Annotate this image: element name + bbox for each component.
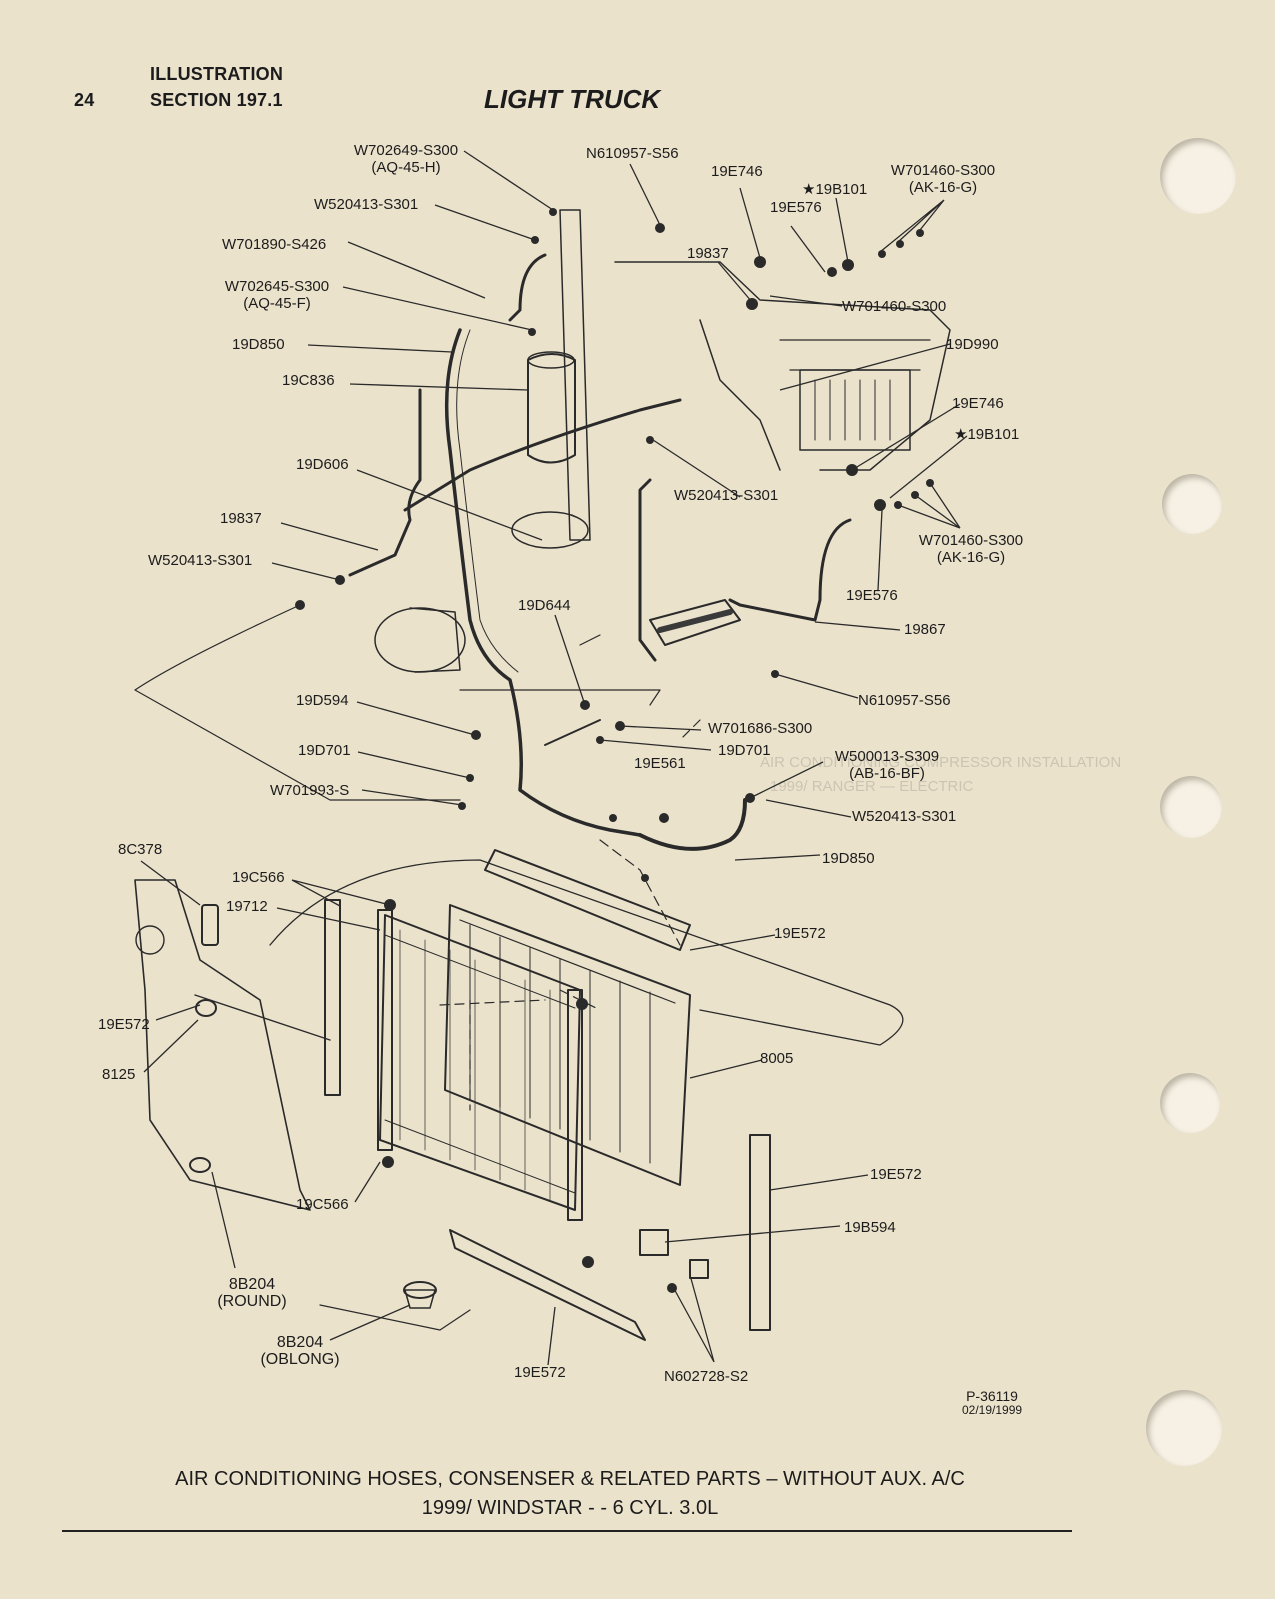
part-spec: (AB-16-BF) — [849, 765, 925, 782]
callout-19e561: 19E561 — [634, 755, 686, 772]
figure-id: P-36119 02/19/1999 — [962, 1389, 1022, 1417]
figure-number: P-36119 — [966, 1388, 1018, 1404]
part-spec: (ROUND) — [217, 1293, 287, 1310]
binder-hole — [1160, 138, 1236, 214]
part-number: W701460-S300 — [890, 162, 996, 179]
section-label: SECTION 197.1 — [150, 90, 283, 110]
callout-8c378: 8C378 — [118, 841, 163, 858]
callout-8005: 8005 — [760, 1050, 794, 1067]
part-spec: (AK-16-G) — [936, 549, 1006, 566]
callout-19d606: 19D606 — [296, 456, 349, 473]
callout-w520413-s301-c: W520413-S301 — [148, 552, 253, 569]
callout-19712: 19712 — [226, 898, 268, 915]
callout-19d594: 19D594 — [296, 692, 349, 709]
callout-w701993-s: W701993-S — [270, 782, 350, 799]
callout-19c836: 19C836 — [282, 372, 335, 389]
callout-w701460-s300-mid: W701460-S300 — [842, 298, 947, 315]
caption-line-2: 1999/ WINDSTAR - - 6 CYL. 3.0L — [421, 1497, 719, 1519]
callout-19d850-left: 19D850 — [232, 336, 285, 353]
callout-19837-left: 19837 — [220, 510, 262, 527]
callout-n602728-s2: N602728-S2 — [664, 1368, 749, 1385]
callout-w520413-s301-b: W520413-S301 — [674, 487, 779, 504]
callout-w702645-s300: W702645-S300 (AQ-45-F) — [214, 278, 340, 312]
callout-w520413-s301-d: W520413-S301 — [852, 808, 957, 825]
callout-19b101-top: ★19B101 — [802, 181, 868, 198]
part-spec: (AQ-45-F) — [243, 295, 311, 312]
show-through-text: 1999/ RANGER — ELECTRIC — [770, 778, 974, 795]
page-number: 24 — [74, 90, 95, 110]
part-number: 8B204 — [276, 1334, 324, 1351]
show-through-text: AIR CONDITIONING COMPRESSOR INSTALLATION — [760, 754, 1122, 771]
callout-19c566-bottom: 19C566 — [296, 1196, 349, 1213]
part-number: W500013-S309 — [834, 748, 940, 765]
caption-line-1: AIR CONDITIONING HOSES, CONSENSER & RELA… — [175, 1468, 965, 1490]
part-spec: (AQ-45-H) — [371, 159, 441, 176]
binder-hole — [1162, 474, 1222, 534]
callout-19867: 19867 — [904, 621, 946, 638]
part-spec: (OBLONG) — [260, 1351, 340, 1368]
callout-19e576-top: 19E576 — [770, 199, 822, 216]
callout-19d644: 19D644 — [518, 597, 571, 614]
callout-19b101-right: ★19B101 — [954, 426, 1020, 443]
callout-19d701-left: 19D701 — [298, 742, 351, 759]
illustration-label: ILLUSTRATION — [150, 64, 284, 84]
callout-w701460-s300-top: W701460-S300 (AK-16-G) — [880, 162, 1006, 196]
figure-date: 02/19/1999 — [962, 1403, 1023, 1417]
callout-19c566-top: 19C566 — [232, 869, 285, 886]
callout-19e746-right: 19E746 — [952, 395, 1004, 412]
callout-n610957-s56-top: N610957-S56 — [586, 145, 679, 162]
callout-19b594: 19B594 — [844, 1219, 896, 1236]
part-spec: (AK-16-G) — [908, 179, 978, 196]
callout-8b204-oblong: 8B204 (OBLONG) — [248, 1334, 352, 1368]
part-number: W702645-S300 — [224, 278, 330, 295]
callout-8b204-round: 8B204 (ROUND) — [204, 1276, 300, 1310]
callout-19d990: 19D990 — [946, 336, 999, 353]
callout-19837-top: 19837 — [687, 245, 729, 262]
callout-19e572-left: 19E572 — [98, 1016, 150, 1033]
part-number: 8B204 — [228, 1276, 276, 1293]
part-number: W701460-S300 — [918, 532, 1024, 549]
page-title: LIGHT TRUCK — [484, 84, 661, 114]
binder-hole — [1146, 1390, 1222, 1466]
callout-19d701-right: 19D701 — [718, 742, 771, 759]
part-number: W702649-S300 — [353, 142, 459, 159]
callout-19e572-bottom: 19E572 — [514, 1364, 566, 1381]
callout-19e572-upper: 19E572 — [774, 925, 826, 942]
callout-w500013-s309: W500013-S309 (AB-16-BF) — [824, 748, 950, 782]
binder-hole — [1160, 1073, 1220, 1133]
callout-19e572-right: 19E572 — [870, 1166, 922, 1183]
callout-8125: 8125 — [102, 1066, 136, 1083]
callout-19e576-right: 19E576 — [846, 587, 898, 604]
callout-n610957-s56-right: N610957-S56 — [858, 692, 951, 709]
binder-hole — [1160, 776, 1222, 838]
callout-w701686-s300: W701686-S300 — [708, 720, 813, 737]
callout-19d850-right: 19D850 — [822, 850, 875, 867]
callout-w701460-s300-right: W701460-S300 (AK-16-G) — [908, 532, 1034, 566]
callout-19e746-top: 19E746 — [711, 163, 763, 180]
callout-w520413-s301-a: W520413-S301 — [314, 196, 419, 213]
callout-w702649-s300: W702649-S300 (AQ-45-H) — [346, 142, 466, 176]
callout-w701890-s426: W701890-S426 — [222, 236, 327, 253]
footer-rule — [62, 1530, 1072, 1532]
